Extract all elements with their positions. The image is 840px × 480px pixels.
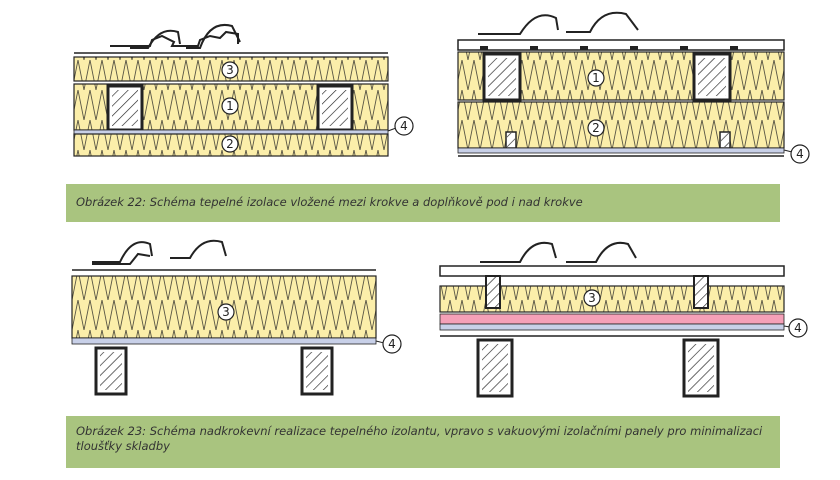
svg-text:3: 3 xyxy=(222,305,230,319)
label-4: 4 xyxy=(788,318,808,338)
diagram-2-rafter-insulation-inner: 1 2 4 xyxy=(457,11,810,164)
diagram-4-vacuum-insulation-panels: 3 4 xyxy=(439,241,808,398)
diagram-3-over-rafter-insulation: 3 4 xyxy=(71,239,402,396)
label-2: 2 xyxy=(221,135,239,153)
label-2: 2 xyxy=(587,119,605,137)
svg-text:4: 4 xyxy=(400,119,408,133)
vapour-membrane xyxy=(73,129,389,135)
vapour-membrane xyxy=(439,323,785,331)
figure-23-caption: Obrázek 23: Schéma nadkrokevní realizace… xyxy=(66,416,780,468)
pink-protective-layer xyxy=(439,313,785,325)
roof-tiles xyxy=(480,241,637,263)
diagram-1-rafter-insulation: 3 1 2 4 xyxy=(73,24,414,157)
label-4: 4 xyxy=(382,334,402,354)
svg-text:3: 3 xyxy=(588,291,596,305)
svg-text:2: 2 xyxy=(592,121,600,135)
svg-text:4: 4 xyxy=(388,337,396,351)
svg-text:3: 3 xyxy=(226,63,234,77)
label-1: 1 xyxy=(221,97,239,115)
label-3: 3 xyxy=(217,303,235,321)
svg-text:4: 4 xyxy=(794,321,802,335)
figure-22-caption: Obrázek 22: Schéma tepelné izolace vlože… xyxy=(66,184,780,222)
svg-text:2: 2 xyxy=(226,137,234,151)
counter-batten-layer xyxy=(457,39,785,51)
label-1: 1 xyxy=(587,69,605,87)
counter-batten-layer xyxy=(439,265,785,277)
svg-text:1: 1 xyxy=(226,99,234,113)
roof-tiles xyxy=(92,239,227,265)
label-4: 4 xyxy=(790,144,810,164)
roof-tiles xyxy=(478,11,639,35)
vapour-membrane xyxy=(71,337,377,345)
svg-text:4: 4 xyxy=(796,147,804,161)
roof-tiles xyxy=(110,24,241,49)
vapour-membrane xyxy=(457,147,785,154)
label-3: 3 xyxy=(583,289,601,307)
battens xyxy=(480,46,738,50)
svg-text:1: 1 xyxy=(592,71,600,85)
label-4: 4 xyxy=(394,116,414,136)
label-3: 3 xyxy=(221,61,239,79)
